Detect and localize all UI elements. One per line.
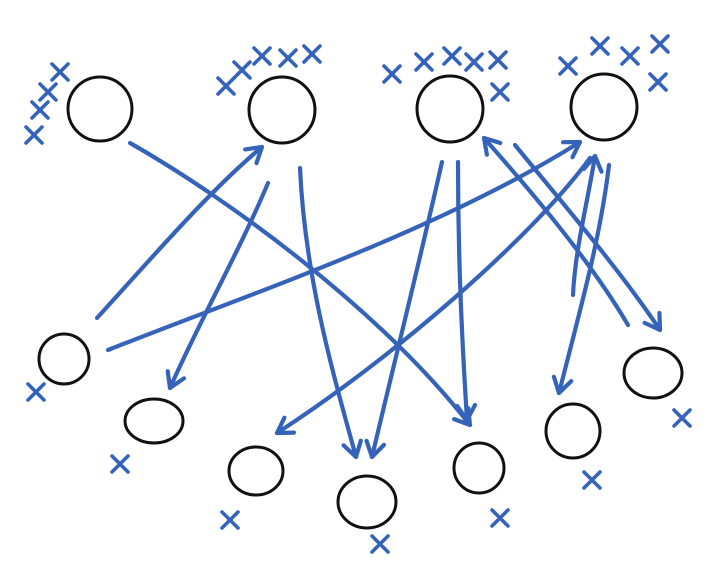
tally-mark (30, 100, 50, 120)
tally-mark (414, 52, 434, 72)
edge-line (297, 165, 359, 460)
arrowhead (243, 144, 265, 166)
tally-mark (620, 46, 640, 66)
edge-line (481, 135, 631, 328)
arrowhead (364, 438, 387, 460)
tally-mark (464, 52, 484, 72)
node-bottom-2 (123, 397, 185, 445)
edge-line (94, 144, 265, 321)
edges-layer (94, 135, 663, 460)
node-bottom-7 (622, 346, 684, 400)
arrowhead (560, 139, 583, 160)
node-bottom-6 (544, 402, 602, 460)
arrowhead (581, 153, 604, 174)
node-bottom-5 (452, 441, 506, 495)
marks-layer (24, 34, 692, 554)
arrowhead (455, 402, 478, 423)
tally-mark (302, 44, 322, 64)
tally-mark (110, 454, 130, 474)
node-bottom-1 (37, 332, 91, 386)
node-top-3 (415, 74, 485, 144)
tally-mark (382, 64, 402, 84)
tally-mark (220, 510, 240, 530)
tally-mark (582, 470, 602, 490)
node-top-2 (247, 75, 317, 145)
edge-line (369, 159, 445, 460)
edge-line (512, 142, 663, 333)
tally-mark (252, 46, 272, 66)
edge-top-3-to-bottom-7 (512, 142, 663, 333)
edge-line (127, 140, 473, 428)
tally-mark (650, 34, 670, 54)
edge-bottom-1-to-top-2 (94, 144, 265, 321)
tally-mark (50, 62, 70, 82)
arrowhead (642, 310, 663, 333)
tally-mark (672, 408, 692, 428)
tally-mark (490, 82, 510, 102)
tally-mark (24, 125, 44, 145)
tally-mark (488, 50, 508, 70)
tally-mark (490, 508, 510, 528)
tally-mark (648, 72, 668, 92)
nodes-layer (37, 72, 684, 530)
tally-mark (38, 82, 58, 102)
edge-bottom-7-to-top-3 (481, 135, 631, 328)
arrowhead (274, 415, 297, 436)
edge-line (274, 155, 593, 436)
edge-top-3-to-bottom-5 (455, 159, 478, 423)
edge-line (455, 159, 470, 423)
tally-mark (278, 48, 298, 68)
arrowhead (341, 438, 363, 460)
edge-top-3-to-bottom-4 (364, 159, 445, 460)
arrowhead (551, 374, 574, 396)
tally-mark (590, 36, 610, 56)
edge-top-2-to-bottom-4 (297, 165, 363, 460)
node-top-4 (569, 72, 639, 142)
node-bottom-4 (336, 474, 398, 530)
node-bottom-3 (227, 445, 285, 497)
tally-mark (26, 382, 46, 402)
edge-top-4-to-bottom-3 (274, 155, 593, 436)
tally-mark (442, 46, 462, 66)
tally-mark (558, 56, 578, 76)
edge-top-2-to-bottom-2 (165, 180, 271, 391)
arrowhead (481, 135, 503, 157)
edge-line (556, 162, 612, 396)
edge-line (167, 180, 271, 391)
tally-mark (216, 76, 236, 96)
node-top-1 (66, 75, 134, 143)
tally-mark (370, 534, 390, 554)
arrowhead (165, 369, 187, 391)
edge-top-4-to-bottom-6 (551, 162, 612, 396)
tally-mark (232, 60, 252, 80)
